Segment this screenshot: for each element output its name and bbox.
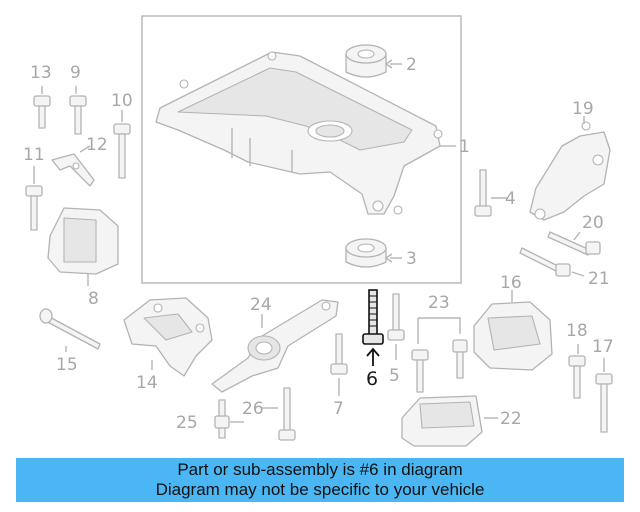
part-4-bolt[interactable] bbox=[474, 169, 508, 217]
part-12-bracket[interactable] bbox=[51, 153, 95, 187]
callout-1: 1 bbox=[459, 137, 470, 157]
part-10-bolt[interactable] bbox=[113, 123, 131, 179]
callout-16: 16 bbox=[500, 273, 522, 293]
part-26-bolt[interactable] bbox=[278, 387, 296, 441]
part-21-bolt[interactable] bbox=[519, 247, 571, 277]
part-17-bolt[interactable] bbox=[595, 358, 613, 433]
callout-18: 18 bbox=[566, 321, 588, 341]
part-19-bracket[interactable] bbox=[529, 116, 611, 221]
part-11-bolt[interactable] bbox=[25, 185, 43, 231]
part-2-bushing[interactable] bbox=[345, 44, 387, 78]
callout-labels: 1 2 3 4 5 6 7 8 9 10 11 12 13 14 15 16 1… bbox=[23, 55, 614, 433]
subframe-group-frame bbox=[141, 15, 462, 284]
part-16-mount[interactable] bbox=[473, 290, 553, 371]
callout-8: 8 bbox=[88, 289, 99, 309]
part-9-bolt[interactable] bbox=[69, 95, 87, 135]
callout-15: 15 bbox=[56, 355, 78, 375]
part-18-bolt[interactable] bbox=[568, 355, 586, 399]
part-22-mount[interactable] bbox=[401, 395, 498, 447]
part-25-bolt[interactable] bbox=[214, 399, 230, 439]
callout-6: 6 bbox=[366, 368, 378, 390]
banner-line-disclaimer: Diagram may not be specific to your vehi… bbox=[155, 480, 485, 499]
callout-22: 22 bbox=[500, 409, 522, 429]
callout-11: 11 bbox=[23, 145, 45, 165]
callout-12: 12 bbox=[86, 135, 108, 155]
callout-2: 2 bbox=[406, 55, 417, 75]
part-1-subframe[interactable] bbox=[155, 51, 443, 215]
info-banner: Part or sub-assembly is #6 in diagram Di… bbox=[16, 458, 624, 502]
part-20-bolt[interactable] bbox=[547, 231, 601, 256]
callout-10: 10 bbox=[111, 91, 133, 111]
callout-20: 20 bbox=[582, 213, 604, 233]
part-5-bolt[interactable] bbox=[387, 293, 405, 360]
part-7-bolt[interactable] bbox=[330, 333, 348, 396]
part-23-bolt-left[interactable] bbox=[411, 349, 429, 393]
callout-26: 26 bbox=[242, 399, 264, 419]
callout-3: 3 bbox=[406, 249, 417, 269]
callout-7: 7 bbox=[333, 399, 344, 419]
callout-13: 13 bbox=[30, 63, 52, 83]
part-14-mount[interactable] bbox=[123, 297, 213, 377]
part-15-bolt[interactable] bbox=[39, 308, 101, 352]
part-3-bushing[interactable] bbox=[345, 238, 387, 268]
callout-21: 21 bbox=[588, 269, 610, 289]
part-6-bolt-highlighted[interactable] bbox=[362, 289, 384, 366]
part-23-bolt-right[interactable] bbox=[452, 339, 468, 379]
part-8-mount[interactable] bbox=[47, 207, 119, 286]
callout-4: 4 bbox=[505, 189, 516, 209]
callout-24: 24 bbox=[250, 295, 272, 315]
callout-23: 23 bbox=[428, 293, 450, 313]
callout-17: 17 bbox=[592, 337, 614, 357]
callout-9: 9 bbox=[70, 63, 81, 83]
callout-14: 14 bbox=[136, 373, 158, 393]
part-24-torque-rod[interactable] bbox=[211, 299, 339, 393]
callout-19: 19 bbox=[572, 99, 594, 119]
callout-25: 25 bbox=[176, 413, 198, 433]
part-13-bolt[interactable] bbox=[33, 95, 51, 129]
leader-lines bbox=[33, 59, 585, 423]
callout-5: 5 bbox=[389, 366, 400, 386]
banner-line-part: Part or sub-assembly is #6 in diagram bbox=[177, 460, 463, 479]
